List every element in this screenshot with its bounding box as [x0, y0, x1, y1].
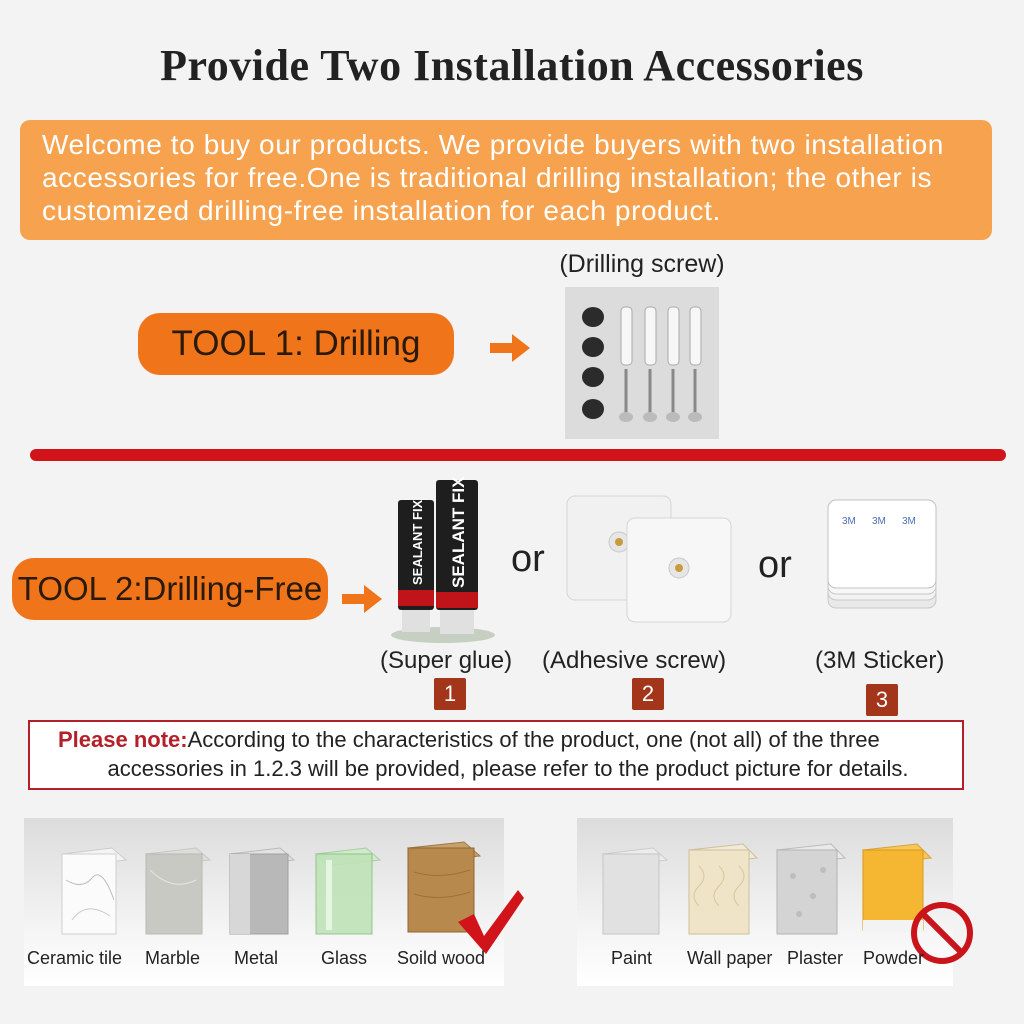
wall-paper-swatch — [687, 843, 759, 935]
surface-label: Powder — [863, 948, 925, 968]
ceramic-tile-swatch — [60, 847, 128, 935]
note-line: Please note:According to the characteris… — [58, 727, 958, 753]
intro-line: accessories for free.One is traditional … — [42, 162, 933, 193]
glass-swatch — [314, 847, 382, 935]
adhesive-screw-caption: (Adhesive screw) — [542, 647, 727, 674]
solid-wood-swatch — [406, 841, 482, 933]
paint-swatch — [601, 847, 669, 935]
or-label: or — [511, 538, 545, 580]
right-arrow-icon — [490, 334, 530, 362]
suitable-surfaces-panel: Ceramic tile Marble Metal Glass Soild wo… — [24, 818, 524, 986]
super-glue-product-text: SEALANT FIX — [410, 499, 425, 585]
section-divider — [30, 449, 1006, 461]
3m-sticker-product-text: 3M — [842, 516, 856, 527]
marble-swatch — [144, 847, 212, 935]
right-arrow-icon — [342, 585, 382, 613]
surface-label: Wall paper — [687, 948, 773, 968]
intro-line: customized drilling-free installation fo… — [42, 195, 721, 226]
drilling-screw-image — [565, 287, 719, 439]
surface-label: Soild wood — [397, 948, 486, 968]
unsuitable-surfaces-panel: Paint Wall paper Plaster Powder — [577, 818, 973, 986]
note-box — [28, 720, 964, 790]
page-title: Provide Two Installation Accessories — [160, 41, 864, 90]
prohibited-icon — [911, 902, 973, 964]
3m-sticker-product-text: 3M — [902, 516, 916, 527]
surface-label: Plaster — [787, 948, 844, 968]
powder-swatch — [861, 843, 933, 932]
option-badge: 2 — [632, 678, 664, 710]
tool1-pill — [138, 313, 454, 375]
surface-label: Glass — [321, 948, 368, 968]
intro-line: Welcome to buy our products. We provide … — [42, 129, 944, 160]
note-label: Please note: — [58, 727, 188, 752]
note-text: According to the characteristics of the … — [187, 727, 880, 752]
option-badge: 1 — [434, 678, 466, 710]
drilling-screw-caption: (Drilling screw) — [559, 250, 725, 278]
check-mark-icon — [458, 890, 524, 954]
or-label: or — [758, 544, 792, 586]
surface-label: Ceramic tile — [27, 948, 123, 968]
adhesive-screw-image — [565, 494, 735, 624]
surface-label: Marble — [145, 948, 201, 968]
3m-sticker-product-text: 3M — [872, 516, 886, 527]
tool1-label: TOOL 1: Drilling — [171, 324, 421, 363]
3m-sticker-image: 3M 3M 3M — [822, 494, 942, 614]
option-badge: 3 — [866, 684, 898, 716]
super-glue-image: SEALANT FIX SEALANT FIX — [388, 470, 498, 645]
3m-sticker-caption: (3M Sticker) — [815, 647, 945, 674]
intro-banner-text: Welcome to buy our products. We provide … — [42, 128, 982, 227]
super-glue-caption: (Super glue) — [380, 647, 513, 674]
metal-swatch — [228, 847, 296, 935]
surface-label: Paint — [611, 948, 653, 968]
tool2-label: TOOL 2:Drilling-Free — [17, 570, 323, 607]
tool2-pill — [12, 558, 328, 620]
plaster-swatch — [775, 843, 847, 935]
super-glue-product-text: SEALANT FIX — [449, 476, 468, 588]
intro-banner — [20, 120, 992, 240]
surface-label: Metal — [234, 948, 279, 968]
note-line: accessories in 1.2.3 will be provided, p… — [107, 756, 909, 781]
